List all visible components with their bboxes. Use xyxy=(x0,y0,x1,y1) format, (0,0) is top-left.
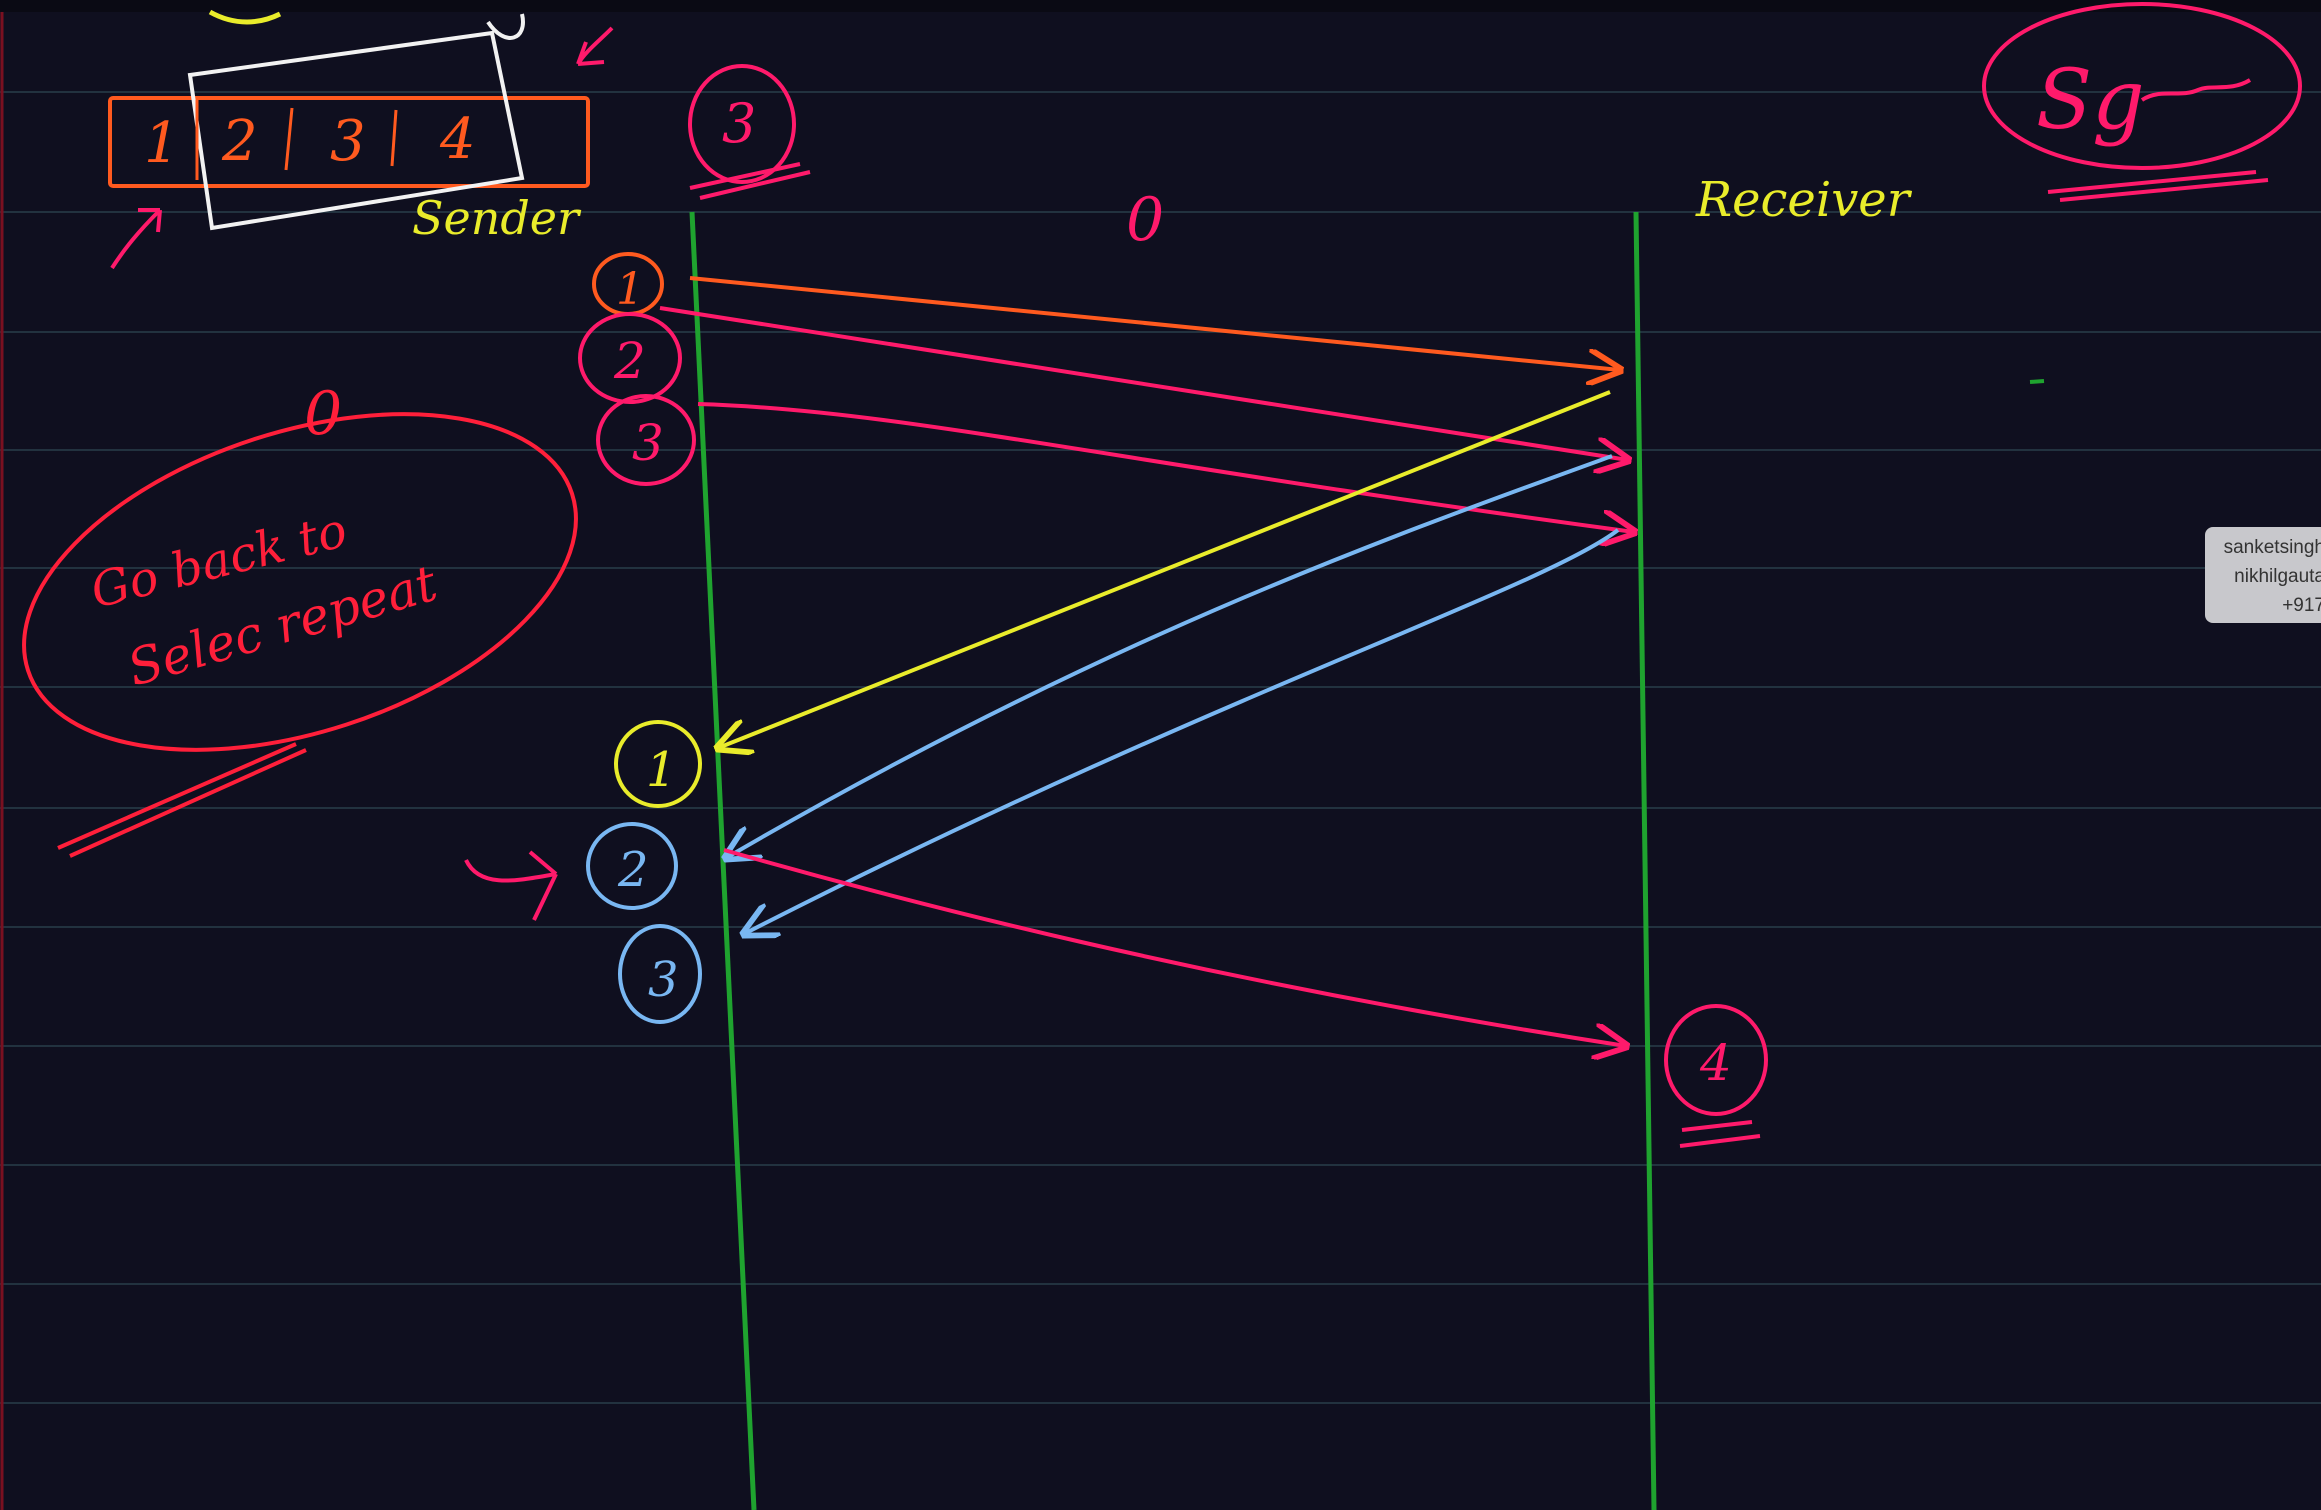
window-frame xyxy=(187,30,525,231)
sender-window-buffer: 1 2 3 4 xyxy=(108,13,590,231)
frame-2-arrow xyxy=(659,306,1628,460)
ack-circle xyxy=(618,924,702,1024)
window-size-note: 3 xyxy=(688,64,811,200)
ack-circle xyxy=(614,720,702,808)
pink-arrow-top xyxy=(576,26,614,66)
buffer-cell-1: 1 xyxy=(144,111,180,176)
top-right-underline xyxy=(2047,170,2269,202)
ack-1-arrow xyxy=(718,390,1611,748)
frame-number: 2 xyxy=(613,332,646,390)
frame-4-arrow xyxy=(723,848,1626,1046)
ack-1: 1 xyxy=(614,720,702,808)
window-size-underline xyxy=(689,162,811,200)
ack-number: 2 xyxy=(617,842,649,898)
watermark-line-3: +917 xyxy=(2282,595,2321,616)
buffer-cell-4: 4 xyxy=(439,107,476,172)
ack-number: 3 xyxy=(648,952,679,1008)
ack-2-arrow xyxy=(726,454,1613,858)
receiver-frame-circle xyxy=(1664,1004,1768,1116)
receiver-frame-number: 4 xyxy=(1699,1034,1732,1092)
receiver-frame-4: 4 xyxy=(1664,1004,1768,1148)
receiver-frame-underline xyxy=(1679,1120,1761,1148)
window-size-circle xyxy=(688,64,796,184)
top-strip xyxy=(0,0,2321,12)
watermark-line-1: sanketsingh xyxy=(2223,537,2321,558)
sent-frame-2: 2 xyxy=(578,312,682,404)
buffer-cell-3: 3 xyxy=(330,109,366,174)
top-right-note: Sg xyxy=(1982,2,2302,202)
buffer-outline xyxy=(108,96,590,188)
frame-circle xyxy=(596,394,696,486)
pink-arrow-left xyxy=(110,208,162,270)
ruled-lines xyxy=(0,91,2321,1404)
go-back-underline xyxy=(57,742,307,858)
ack-2: 2 xyxy=(586,822,678,910)
top-right-scribble xyxy=(2140,78,2252,102)
ack-number: 1 xyxy=(646,742,677,798)
frame-3-arrow xyxy=(697,402,1634,532)
sent-frame-3: 3 xyxy=(596,394,696,486)
window-hook xyxy=(486,13,525,40)
top-right-circle xyxy=(1982,2,2302,170)
cell-divider xyxy=(284,107,294,171)
watermark-line-2: nikhilgauta xyxy=(2234,566,2321,587)
ack-3: 3 xyxy=(618,924,702,1024)
frame-1-arrow xyxy=(689,276,1620,370)
frame-number: 1 xyxy=(616,264,644,315)
ack-circle xyxy=(586,822,678,910)
receiver-label: Receiver xyxy=(1695,172,1913,228)
frame-circle xyxy=(578,312,682,404)
yellow-scribble xyxy=(208,9,282,25)
green-dash xyxy=(2029,379,2045,384)
frame-number: 3 xyxy=(632,414,664,472)
pointer-arrow xyxy=(464,850,558,921)
zero-top: 0 xyxy=(1126,185,1164,255)
ack-3-arrow xyxy=(744,528,1620,934)
receiver-timeline xyxy=(1633,211,1657,1510)
sender-label: Sender xyxy=(412,191,582,245)
sent-frame-1: 1 xyxy=(592,252,664,316)
zero-left: 0 xyxy=(304,379,342,449)
watermark-overlay: sanketsingh nikhilgauta +917 xyxy=(2205,527,2321,623)
cell-divider xyxy=(390,109,398,167)
buffer-cell-2: 2 xyxy=(221,109,258,174)
top-right-word: Sg xyxy=(2036,53,2145,148)
window-size-label: 3 xyxy=(722,92,756,155)
go-back-ellipse xyxy=(22,412,578,752)
